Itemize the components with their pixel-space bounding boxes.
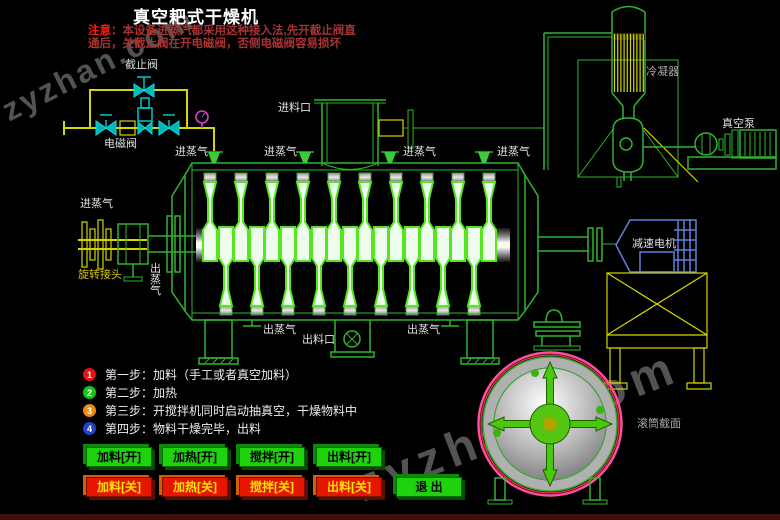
step-3-badge: 3 <box>83 404 96 417</box>
label-steam-out-right: 出蒸气 <box>407 324 440 336</box>
label-steam-in-4: 进蒸气 <box>497 146 530 158</box>
heat-off-button[interactable]: 加热[关] <box>162 477 228 497</box>
rotary-joint-assembly <box>78 215 196 282</box>
feed-off-button[interactable]: 加料[关] <box>86 477 152 497</box>
step-4: 4 第四步：物料干燥完毕，出料 <box>83 420 261 437</box>
drum-body <box>171 162 539 321</box>
label-discharge-port: 出料口 <box>302 334 335 346</box>
label-steam-out-vertical: 出蒸气 <box>150 263 161 297</box>
step-4-badge: 4 <box>83 422 96 435</box>
heat-on-button[interactable]: 加热[开] <box>162 447 228 467</box>
stop-valve-icon <box>133 76 155 98</box>
drum-legs <box>198 319 500 365</box>
label-rotary-joint: 旋转接头 <box>78 269 122 281</box>
step-2-text: 第二步：加热 <box>105 386 178 400</box>
caution-line2: 通后，关截止阀在开电磁阀，否侧电磁阀容易损坏 <box>88 38 341 50</box>
rake-teeth <box>202 172 497 316</box>
label-steam-in-3: 进蒸气 <box>403 146 436 158</box>
step-2: 2 第二步：加热 <box>83 384 177 401</box>
label-drum-section: 滚筒截面 <box>637 418 681 430</box>
rake-cross-arms <box>487 361 613 487</box>
vacuum-pump-icon <box>687 129 777 170</box>
label-steam-in-1: 进蒸气 <box>175 146 208 158</box>
motor-stand <box>602 272 712 390</box>
exit-button[interactable]: 退 出 <box>396 477 462 497</box>
caution-line1: 本设备进蒸汽都采用这种接入法,先开截止阀直 <box>122 25 356 37</box>
step-4-text: 第四步：物料干燥完毕，出料 <box>105 422 262 436</box>
solenoid-valve-icon <box>137 97 153 136</box>
steam-inlet-piping <box>63 76 215 151</box>
condenser-assembly <box>577 5 699 188</box>
stir-off-button[interactable]: 搅拌[关] <box>239 477 305 497</box>
vapor-pipe <box>543 32 612 170</box>
label-steam-out-left: 出蒸气 <box>263 324 296 336</box>
step-1-badge: 1 <box>83 368 96 381</box>
step-1-text: 第一步：加料（手工或者真空加料） <box>105 368 298 382</box>
label-gear-motor: 减速电机 <box>632 238 676 250</box>
caution-prefix: 注意： <box>88 25 123 37</box>
label-feed-port: 进料口 <box>278 102 311 114</box>
label-solenoid-valve: 电磁阀 <box>104 138 137 150</box>
drum-cross-section <box>477 351 623 505</box>
step-1: 1 第一步：加料（手工或者真空加料） <box>83 366 297 383</box>
steam-trap-icon <box>533 309 581 351</box>
label-vacuum-pump: 真空泵 <box>722 118 755 130</box>
caution-note: 注意：本设备进蒸汽都采用这种接入法,先开截止阀直 通后，关截止阀在开电磁阀，否侧… <box>88 25 356 51</box>
label-condenser: 冷凝器 <box>646 66 679 78</box>
drum-steam-inlets <box>205 151 493 163</box>
label-stop-valve: 截止阀 <box>125 59 158 71</box>
step-2-badge: 2 <box>83 386 96 399</box>
discharge-on-button[interactable]: 出料[开] <box>316 447 382 467</box>
step-3-text: 第三步：开搅拌机同时启动抽真空，干燥物料中 <box>105 404 358 418</box>
angle-valve-icon <box>158 114 180 136</box>
label-steam-in-2: 进蒸气 <box>264 146 297 158</box>
drum-steam-outlets <box>243 320 459 327</box>
angle-valve-icon <box>95 114 117 136</box>
stir-on-button[interactable]: 搅拌[开] <box>239 447 305 467</box>
label-steam-in-left: 进蒸气 <box>80 198 113 210</box>
discharge-off-button[interactable]: 出料[关] <box>316 477 382 497</box>
gear-motor-assembly <box>538 219 697 273</box>
step-3: 3 第三步：开搅拌机同时启动抽真空，干燥物料中 <box>83 402 357 419</box>
pressure-gauge-icon <box>195 110 209 128</box>
feed-port-assembly <box>314 99 544 170</box>
page-title: 真空耙式干燥机 <box>133 8 259 27</box>
feed-on-button[interactable]: 加料[开] <box>86 447 152 467</box>
window-bottom-edge <box>0 514 780 520</box>
discharge-port <box>330 320 375 358</box>
